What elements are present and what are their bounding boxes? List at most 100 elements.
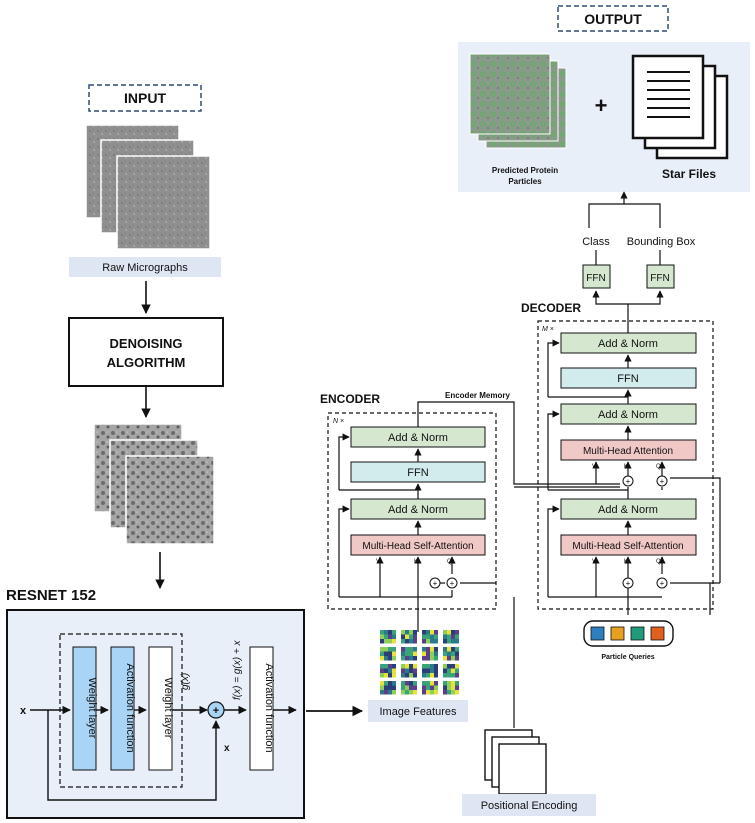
feature-cell <box>447 630 451 635</box>
feature-cell <box>413 634 417 639</box>
feature-cell <box>451 651 455 656</box>
raw-micrographs-stack <box>85 124 211 250</box>
feature-cell <box>413 647 417 652</box>
feature-cell <box>455 690 459 695</box>
feature-cell <box>380 651 384 656</box>
feature-cell <box>392 639 396 644</box>
decoder-add-norm-3-label: Add & Norm <box>598 504 658 516</box>
feature-cell <box>430 685 434 690</box>
feature-cell <box>447 639 451 644</box>
positional-encoding-label: Positional Encoding <box>481 800 578 812</box>
feature-cell <box>384 673 388 678</box>
feature-cell <box>409 664 413 669</box>
feature-cell <box>434 673 438 678</box>
feature-cell <box>405 681 409 686</box>
weight-layer-1-label: Weight layer <box>86 678 98 739</box>
feature-cell <box>443 639 447 644</box>
feature-cell <box>392 664 396 669</box>
feature-cell <box>384 634 388 639</box>
star-files-label: Star Files <box>662 167 716 181</box>
feature-cell <box>451 664 455 669</box>
feature-cell <box>434 668 438 673</box>
feature-cell <box>388 630 392 635</box>
feature-cell <box>455 668 459 673</box>
feature-cell <box>409 651 413 656</box>
feature-cell <box>422 639 426 644</box>
feature-cell <box>447 656 451 661</box>
feature-cell <box>451 634 455 639</box>
feature-cell <box>413 690 417 695</box>
particle-query-square <box>630 626 645 641</box>
feature-cell <box>384 690 388 695</box>
feature-cell <box>443 673 447 678</box>
encoder-q: Q <box>447 559 452 565</box>
feature-cell <box>401 634 405 639</box>
feature-cell <box>401 639 405 644</box>
activation-2-label: Activation function <box>263 663 275 752</box>
feature-cell <box>443 647 447 652</box>
feature-cell <box>451 647 455 652</box>
feature-cell <box>443 656 447 661</box>
encoder-connectors <box>338 401 620 728</box>
feature-cell <box>426 639 430 644</box>
feature-cell <box>430 668 434 673</box>
feature-cell <box>413 664 417 669</box>
feature-cell <box>426 656 430 661</box>
feature-cell <box>405 673 409 678</box>
feature-cell <box>451 630 455 635</box>
feature-cell <box>409 656 413 661</box>
encoder-pos-sum-1 <box>429 577 441 589</box>
decoder-cross-attention-label: Multi-Head Attention <box>583 446 673 457</box>
feature-cell <box>405 668 409 673</box>
feature-cell <box>434 681 438 686</box>
feature-cell <box>447 664 451 669</box>
feature-cell <box>405 664 409 669</box>
feature-cell <box>405 656 409 661</box>
bounding-box-label: Bounding Box <box>627 236 696 248</box>
encoder-k: K <box>414 559 418 565</box>
feature-cell <box>443 630 447 635</box>
feature-cell <box>384 630 388 635</box>
feature-cell <box>380 681 384 686</box>
raw-micrographs-label: Raw Micrographs <box>102 262 188 274</box>
feature-cell <box>443 668 447 673</box>
feature-cell <box>443 651 447 656</box>
feature-cell <box>384 647 388 652</box>
feature-cell <box>455 685 459 690</box>
feature-cell <box>388 634 392 639</box>
decoder-add-norm-2-label: Add & Norm <box>598 409 658 421</box>
particle-queries-label: Particle Queries <box>601 654 654 661</box>
denoised-micrographs-stack <box>93 423 215 545</box>
feature-cell <box>426 647 430 652</box>
class-label: Class <box>582 236 610 248</box>
feature-cell <box>380 690 384 695</box>
feature-cell <box>384 681 388 686</box>
feature-cell <box>434 639 438 644</box>
feature-cell <box>409 690 413 695</box>
svg-text:+: + <box>450 579 455 588</box>
feature-cell <box>422 673 426 678</box>
feature-cell <box>409 668 413 673</box>
ffn-box-head <box>646 264 675 289</box>
feature-cell <box>409 685 413 690</box>
feature-cell <box>455 673 459 678</box>
feature-cell <box>430 634 434 639</box>
activation-1 <box>110 646 135 771</box>
decoder-dashed-block <box>537 320 714 610</box>
encoder-memory-label: Encoder Memory <box>445 391 510 400</box>
feature-cell <box>422 651 426 656</box>
feature-cell <box>447 673 451 678</box>
feature-cell <box>426 681 430 686</box>
feature-cell <box>430 630 434 635</box>
feature-cell <box>401 630 405 635</box>
feature-cell <box>430 681 434 686</box>
denoising-line-1: DENOISING <box>110 336 183 351</box>
feature-cell <box>426 634 430 639</box>
feature-cell <box>434 656 438 661</box>
feature-cell <box>430 639 434 644</box>
feature-cell <box>426 664 430 669</box>
feature-cell <box>388 668 392 673</box>
particle-query-squares <box>590 626 665 641</box>
feature-cell <box>430 656 434 661</box>
feature-cell <box>434 634 438 639</box>
